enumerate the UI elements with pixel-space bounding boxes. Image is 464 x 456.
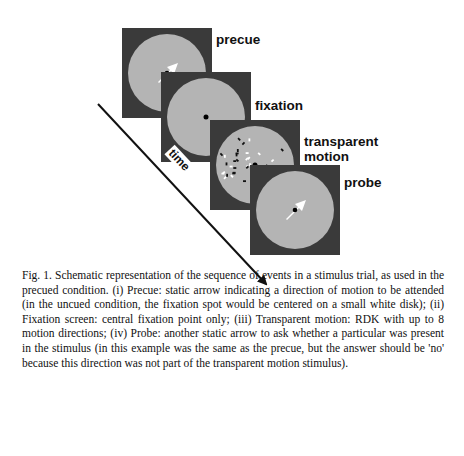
screen-label: probe (344, 175, 454, 190)
figure-caption: Fig. 1. Schematic representation of the … (22, 268, 444, 370)
screen-label: precue (216, 32, 326, 47)
screen-node: transparent motion (210, 120, 300, 210)
probe-screen (250, 165, 340, 255)
screen-label: transparent motion (304, 134, 414, 164)
screen-node: probe (250, 165, 340, 255)
screen-label: fixation (255, 98, 365, 113)
screen-node: precue (122, 28, 212, 118)
